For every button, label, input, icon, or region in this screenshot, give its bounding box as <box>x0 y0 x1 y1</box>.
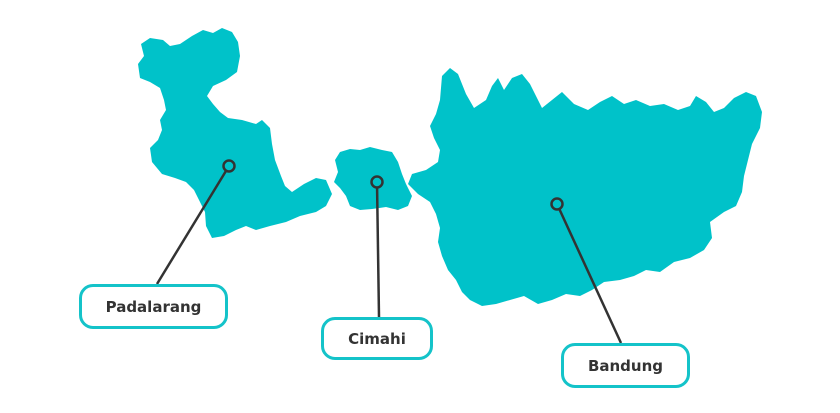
marker-cimahi[interactable] <box>370 175 384 189</box>
label-padalarang-text: Padalarang <box>105 297 202 316</box>
region-bandung[interactable] <box>408 68 762 306</box>
leader-line-bandung <box>555 203 623 344</box>
label-padalarang[interactable]: Padalarang <box>79 284 228 329</box>
region-padalarang[interactable] <box>138 28 332 238</box>
marker-bandung[interactable] <box>550 197 564 211</box>
label-bandung-text: Bandung <box>587 356 664 375</box>
label-bandung[interactable]: Bandung <box>561 343 690 388</box>
leader-line-cimahi <box>375 181 381 318</box>
label-cimahi[interactable]: Cimahi <box>321 317 433 360</box>
marker-padalarang[interactable] <box>222 159 236 173</box>
leader-line-padalarang <box>155 165 231 285</box>
label-cimahi-text: Cimahi <box>348 329 406 348</box>
